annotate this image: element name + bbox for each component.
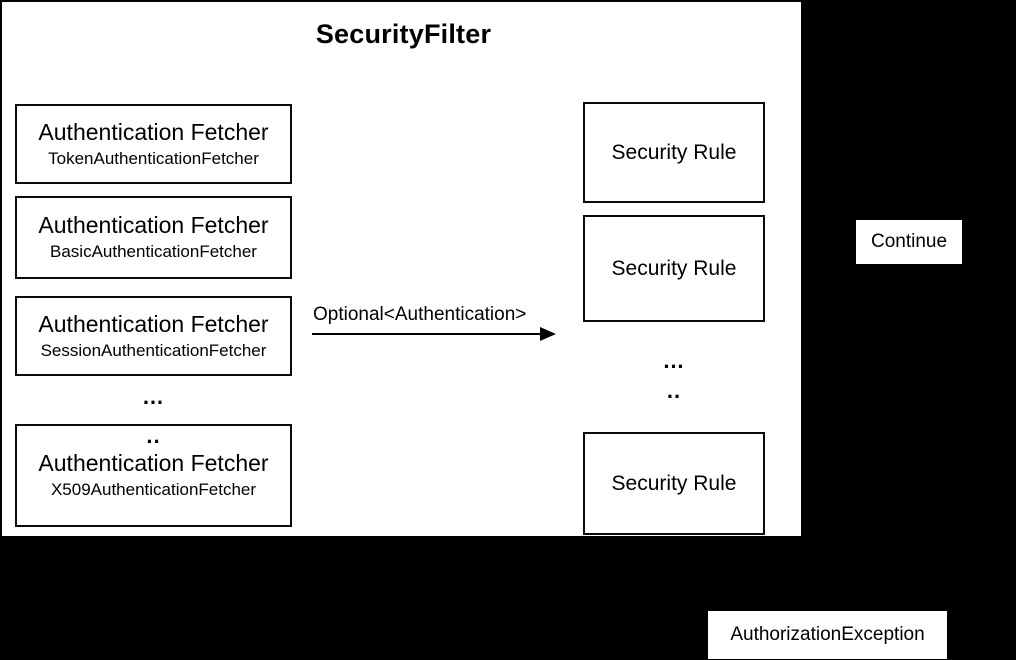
rules-ellipsis: …: [662, 348, 686, 373]
continue-label: Continue: [856, 220, 962, 264]
fetcher-subtitle: TokenAuthenticationFetcher: [48, 148, 259, 168]
security-filter-container: SecurityFilter Authentication Fetcher To…: [0, 0, 803, 538]
fetcher-title: Authentication Fetcher: [38, 212, 269, 238]
fetcher-box-session: Authentication Fetcher SessionAuthentica…: [15, 296, 292, 376]
security-rule-box-3: Security Rule: [583, 432, 765, 535]
optional-authentication-label: Optional<Authentication>: [313, 304, 527, 325]
fetcher-subtitle: BasicAuthenticationFetcher: [50, 242, 257, 261]
security-rule-box-1: Security Rule: [583, 102, 765, 203]
security-rule-box-2: Security Rule: [583, 215, 765, 322]
security-filter-title: SecurityFilter: [315, 19, 492, 49]
security-rule-label: Security Rule: [611, 471, 737, 495]
fetcher-ellipsis: …: [142, 384, 165, 409]
fetcher-box-token: Authentication Fetcher TokenAuthenticati…: [15, 104, 292, 184]
arrowhead-icon: [540, 327, 556, 341]
fetcher-title: Authentication Fetcher: [38, 310, 269, 337]
fetcher-title: Authentication Fetcher: [38, 450, 269, 476]
fetcher-subtitle: SessionAuthenticationFetcher: [40, 340, 267, 360]
fetcher-box-basic: Authentication Fetcher BasicAuthenticati…: [15, 196, 292, 279]
fetcher-box-x509: .. Authentication Fetcher X509Authentica…: [15, 424, 292, 527]
authorization-exception-label: AuthorizationException: [708, 611, 947, 659]
fetcher-subtitle: X509AuthenticationFetcher: [50, 480, 257, 499]
rules-ellipsis-continued: ..: [666, 378, 682, 403]
fetcher-title: Authentication Fetcher: [38, 118, 269, 145]
security-rule-label: Security Rule: [611, 140, 737, 164]
security-rule-label: Security Rule: [611, 256, 737, 280]
arrow-line: [312, 333, 542, 335]
fetcher-ellipsis-continued: ..: [146, 423, 161, 448]
